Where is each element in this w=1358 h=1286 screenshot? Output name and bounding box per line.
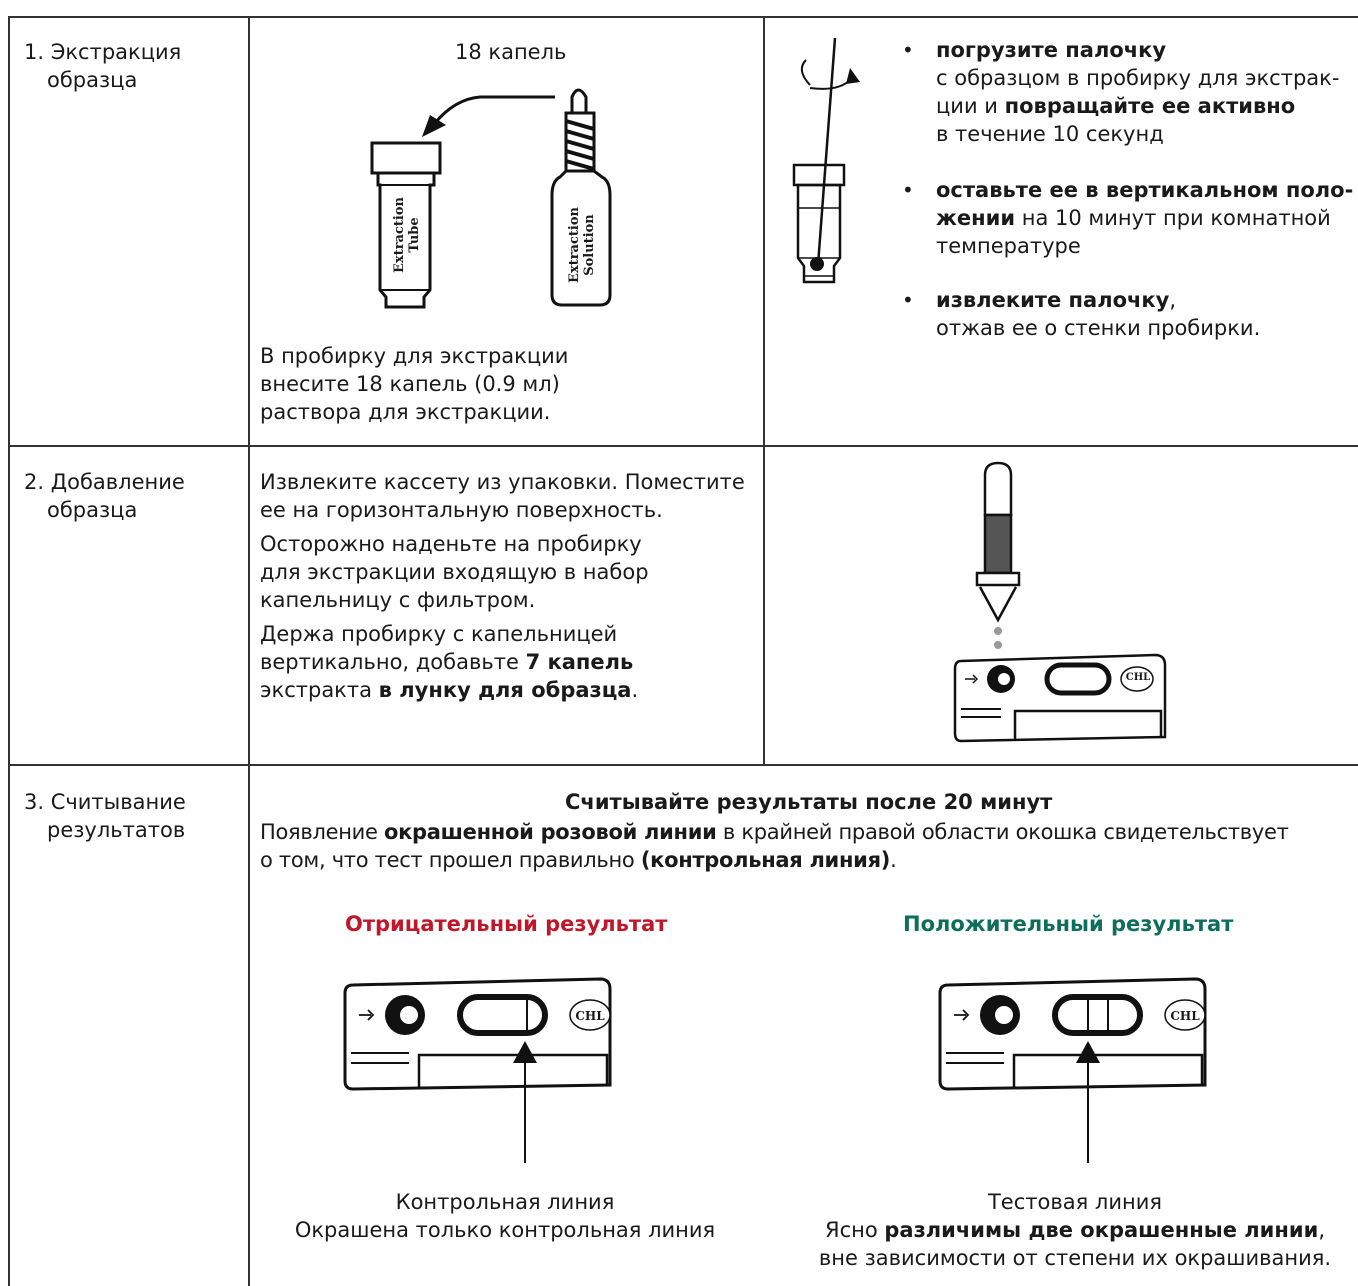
drops-title: 18 капель bbox=[455, 40, 567, 64]
swab-in-tube-illustration bbox=[792, 37, 860, 284]
positive-cassette bbox=[938, 977, 1207, 1163]
row2-instructions: Извлеките кассету из упаковки. Поместите… bbox=[260, 470, 745, 702]
row1-description: В пробирку для экстракции внесите 18 кап… bbox=[260, 344, 569, 424]
bullet-3: извлеките палочку, отжав ее о стенки про… bbox=[936, 288, 1261, 340]
extraction-tube-illustration bbox=[370, 88, 612, 309]
step3-label: 3. Считывание результатов bbox=[24, 790, 186, 842]
bullet-1: погрузите палочку с образцом в пробирку … bbox=[936, 38, 1340, 146]
negative-result-title: Отрицательный результат bbox=[345, 912, 668, 936]
table-top-border bbox=[8, 16, 1358, 18]
bullet-2: оставьте ее в вертикальном поло- жении н… bbox=[936, 178, 1354, 258]
positive-caption: Тестовая линия Ясно различимы две окраше… bbox=[818, 1190, 1332, 1270]
col1-divider bbox=[248, 16, 250, 1286]
positive-chl-label: CHL bbox=[1170, 1009, 1200, 1023]
bullet-icon: • bbox=[902, 178, 914, 202]
col2-divider-row1 bbox=[763, 16, 765, 766]
negative-cassette bbox=[343, 977, 612, 1163]
step2-label: 2. Добавление образца bbox=[24, 470, 185, 522]
positive-result-title: Положительный результат bbox=[903, 912, 1234, 936]
row3-heading: Считывайте результаты после 20 минут bbox=[565, 790, 1053, 814]
bullet-icon: • bbox=[902, 288, 914, 312]
cassette-chl-label: CHL bbox=[1125, 672, 1151, 683]
negative-caption: Контрольная линия Окрашена только контро… bbox=[294, 1190, 716, 1242]
row3-description: Появление окрашенной розовой линии в кра… bbox=[260, 820, 1289, 872]
row2-bottom-border bbox=[8, 764, 1358, 766]
bullet-icon: • bbox=[902, 38, 914, 62]
dropper-cassette-illustration bbox=[953, 461, 1167, 743]
negative-chl-label: CHL bbox=[575, 1009, 605, 1023]
row1-bottom-border bbox=[8, 445, 1358, 447]
table-left-border bbox=[8, 16, 10, 1286]
step1-label: 1. Экстракция образца bbox=[24, 40, 182, 92]
